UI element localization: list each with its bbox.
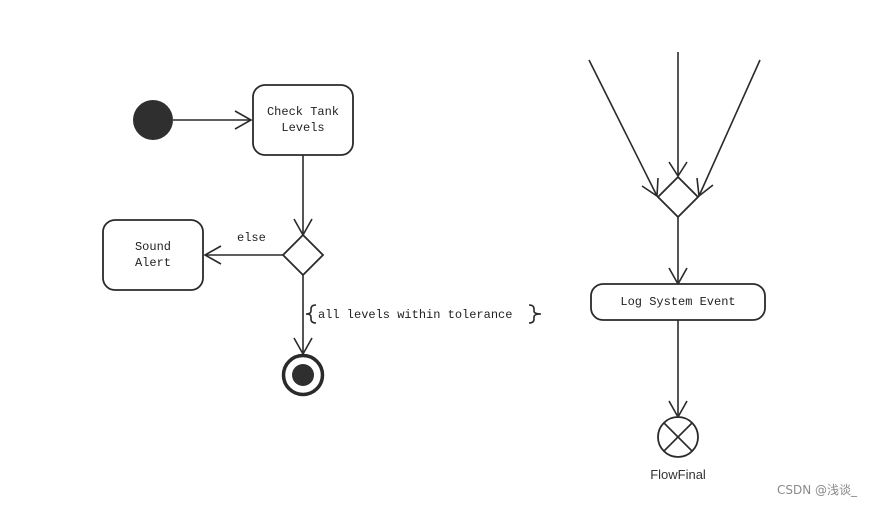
guard-condition: all levels within tolerance <box>305 304 542 324</box>
edge-decision-to-alert <box>203 245 283 265</box>
else-label: else <box>237 231 266 245</box>
edge-incoming-center <box>668 52 688 178</box>
flow-final-label: FlowFinal <box>650 467 706 482</box>
action-log-system-event[interactable]: Log System Event <box>590 283 766 321</box>
watermark: CSDN @浅谈_ <box>777 483 858 497</box>
check-tank-line-2: Levels <box>281 121 324 135</box>
log-event-label: Log System Event <box>620 295 735 309</box>
sound-alert-line-2: Alert <box>135 256 171 270</box>
decision-node <box>281 233 325 277</box>
flow-final-node <box>657 416 699 458</box>
guard-label: all levels within tolerance <box>318 308 512 322</box>
action-sound-alert[interactable]: Sound Alert <box>102 219 204 291</box>
initial-node <box>133 100 173 140</box>
activity-final-node <box>281 353 325 397</box>
merge-node <box>656 175 700 219</box>
edge-incoming-left <box>588 59 659 198</box>
sound-alert-line-1: Sound <box>135 240 171 254</box>
edge-check-to-decision <box>293 155 313 237</box>
edge-merge-to-log <box>668 217 688 286</box>
check-tank-line-1: Check Tank <box>267 105 339 119</box>
action-check-tank-levels[interactable]: Check Tank Levels <box>252 84 354 156</box>
edge-log-to-flowfinal <box>668 320 688 419</box>
edge-incoming-right <box>696 59 761 198</box>
edge-initial-to-check <box>173 110 253 130</box>
